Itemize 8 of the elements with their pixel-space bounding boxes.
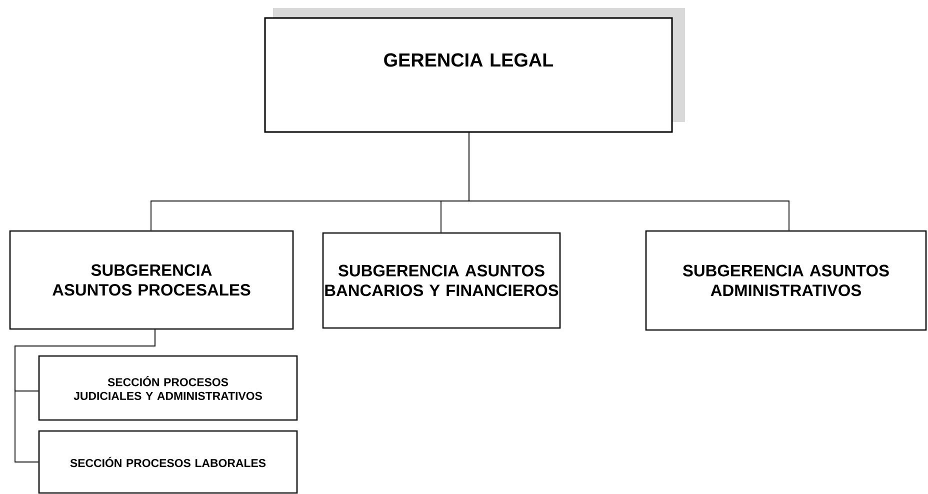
org-box: SECCIÓN PROCESOS JUDICIALES Y ADMINISTRATIVOS — [38, 355, 298, 421]
connector-line — [468, 132, 790, 231]
org-box: GERENCIA LEGAL — [264, 17, 673, 133]
org-box: SECCIÓN PROCESOS LABORALES — [38, 430, 298, 494]
org-box: SUBGERENCIA ASUNTOS PROCESALES — [9, 230, 294, 330]
org-box: SUBGERENCIA ASUNTOS ADMINISTRATIVOS — [645, 230, 927, 331]
connector-line — [14, 329, 156, 462]
org-box: SUBGERENCIA ASUNTOS BANCARIOS Y FINANCIEROS — [322, 232, 561, 329]
